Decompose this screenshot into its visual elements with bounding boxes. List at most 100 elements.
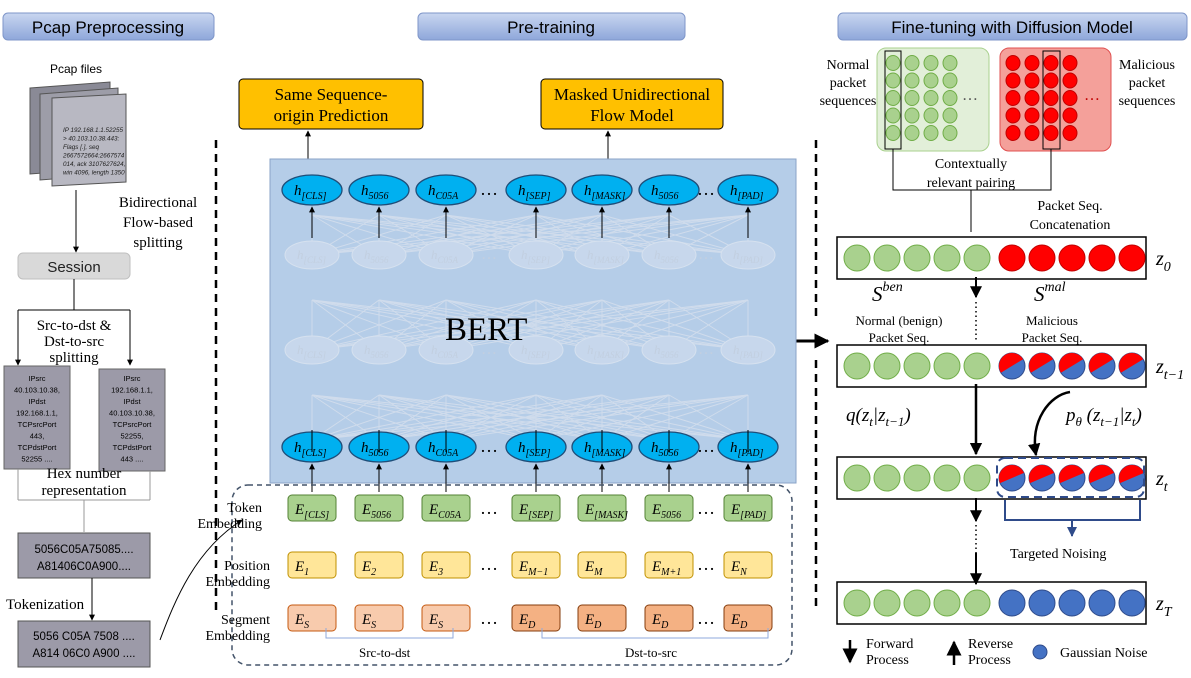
token-line: A814 06C0 A900 ....: [33, 648, 136, 660]
task2-line: Masked Unidirectional: [554, 85, 711, 104]
mini-packet-dot: [1062, 125, 1078, 141]
legend-gaussian-label: Gaussian Noise: [1060, 646, 1148, 661]
mini-packet-dot: [1005, 125, 1021, 141]
ip-right-line: IPsrc: [123, 374, 140, 383]
mini-packet-dot: [923, 55, 939, 71]
token-to-embedding-arrow: [159, 519, 243, 641]
ip-right-line: 192.168.1.1,: [111, 386, 153, 395]
malicious-half: [1028, 464, 1054, 484]
ip-box-right: [98, 368, 166, 472]
position-embedding: [287, 551, 337, 579]
segment-brackets: [325, 628, 769, 639]
mini-packet-dot: [885, 55, 901, 71]
emb-label-line: Segment: [221, 613, 270, 628]
benign-packet: [963, 464, 991, 492]
benign-packet: [843, 464, 871, 492]
h-node: [571, 174, 633, 206]
concat-line: Packet Seq.: [1037, 199, 1102, 214]
task2-line: Flow Model: [590, 106, 674, 125]
h-node: [281, 174, 343, 206]
mini-packet-dot: [904, 55, 920, 71]
benign-packet: [843, 352, 871, 380]
mal-seq-line: packet: [1129, 76, 1166, 91]
header-pretraining: Pre-training: [417, 12, 686, 41]
concat-line: Concatenation: [1030, 218, 1111, 233]
noised-packet: [1058, 589, 1086, 617]
targeted-region: [996, 457, 1145, 498]
mal-packet-line: Malicious: [1026, 313, 1078, 328]
segment-embedding: [511, 604, 561, 632]
mini-packet-dot: [1005, 107, 1021, 124]
ip-box-left-text: IPsrc40.103.10.38,IPdst192.168.1.1,TCPsr…: [14, 374, 60, 464]
hidden-node: [351, 335, 407, 365]
malicious-half: [1118, 352, 1144, 373]
bidir-line: Bidirectional: [119, 195, 197, 211]
task-same-sequence-origin: Same Sequence-origin Prediction: [238, 78, 424, 130]
h-node: [415, 174, 477, 206]
benign-packet: [963, 589, 991, 617]
split-line: splitting: [49, 350, 99, 366]
position-embedding: [577, 551, 627, 579]
legend-forward-line: Forward: [866, 637, 913, 652]
benign-packet: [843, 244, 871, 272]
benign-packet: [873, 352, 901, 380]
ip-left-line: 192.168.1.1,: [16, 409, 58, 418]
hidden-node: [284, 335, 340, 365]
emb-label-line: Embedding: [197, 517, 262, 532]
malicious-packet: [1058, 244, 1086, 272]
mal-packet-line: Packet Seq.: [1022, 330, 1083, 345]
malicious-packet: [1028, 244, 1056, 272]
hidden-dots: …: [481, 246, 497, 263]
task1-line: Same Sequence-: [275, 85, 388, 104]
position-embedding: [511, 551, 561, 579]
mal-seq-line: Malicious: [1119, 58, 1175, 73]
s-mal-label: Smal: [1034, 280, 1066, 306]
pcap-text-line: Flags [.], seq: [63, 144, 100, 151]
normal-benign-line: Packet Seq.: [869, 330, 930, 345]
hidden-node: [720, 335, 776, 365]
mini-packet-dot: [904, 107, 920, 124]
emb-dots: …: [697, 498, 715, 518]
mini-packet-dot: [1043, 72, 1059, 89]
tokenization-label: Tokenization: [6, 597, 85, 613]
mini-dots: …: [1084, 87, 1100, 104]
hidden-node: [574, 240, 630, 270]
h-node: [505, 174, 567, 206]
mini-packet-dot: [923, 107, 939, 124]
ip-right-line: 443 ....: [121, 455, 144, 464]
ip-box-right-text: IPsrc192.168.1.1,IPdst40.103.10.38,TCPsr…: [109, 374, 155, 464]
hidden-node: [351, 240, 407, 270]
hex-box-text: 5056C05A75085....A81406C0A900....: [34, 544, 133, 573]
benign-packet: [963, 352, 991, 380]
malicious-half: [998, 352, 1024, 373]
task1-line: origin Prediction: [274, 106, 389, 125]
normal-benign-line: Normal (benign): [855, 313, 942, 328]
mini-packet-dot: [885, 125, 901, 141]
token-box-text: 5056 C05A 7508 ....A814 06C0 A900 ....: [33, 631, 136, 660]
noised-packet: [998, 589, 1026, 617]
ip-left-line: IPsrc: [28, 374, 45, 383]
emb-dots: …: [480, 498, 498, 518]
mini-packet-dot: [942, 125, 958, 141]
benign-packet: [873, 464, 901, 492]
ip-left-line: TCPdstPort: [18, 443, 58, 452]
emb-dots: …: [480, 554, 498, 574]
mini-packet-dot: [942, 72, 958, 89]
hidden-node: [508, 335, 564, 365]
hidden-node: [641, 335, 697, 365]
h-dots: …: [480, 436, 498, 456]
legend-gaussian-dot: [1032, 644, 1048, 660]
mini-packet-dot: [1005, 55, 1021, 71]
split-line: Src-to-dst &: [37, 318, 112, 334]
benign-packet: [903, 244, 931, 272]
malicious-packet: [998, 244, 1026, 272]
benign-packet: [903, 352, 931, 380]
bidir-line: splitting: [133, 235, 183, 251]
benign-packet: [933, 244, 961, 272]
